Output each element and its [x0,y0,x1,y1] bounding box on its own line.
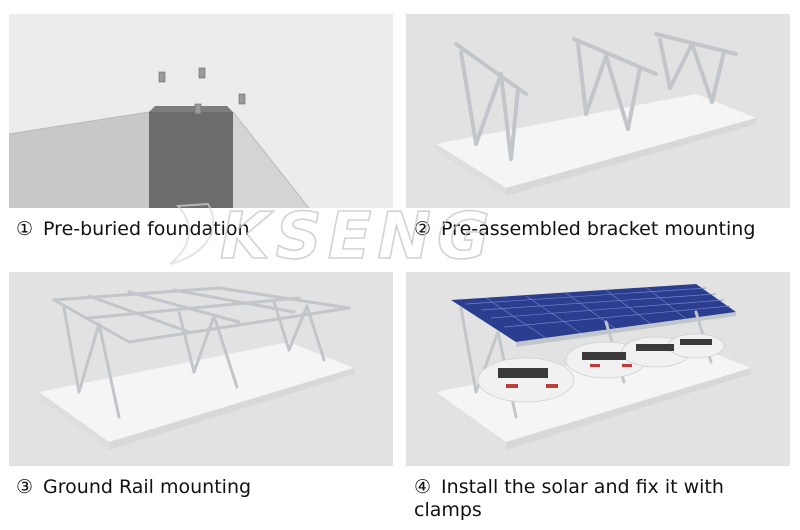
step-2-caption: ② Pre-assembled bracket mounting [414,218,755,241]
step-2-number: ② [414,218,432,240]
step-2-label: Pre-assembled bracket mounting [441,218,756,240]
step-4-label-line2: clamps [414,499,482,521]
step-3-number: ③ [16,476,34,498]
step-1-label: Pre-buried foundation [43,218,250,240]
solar-carport-illustration [406,272,790,466]
step-4-label: Install the solar and fix it with [441,476,724,498]
step-3-caption: ③ Ground Rail mounting [16,476,251,499]
step-1-number: ① [16,218,34,240]
step-3-label: Ground Rail mounting [43,476,252,498]
step-4-caption: ④ Install the solar and fix it with clamp… [414,476,724,522]
bracket-illustration [406,14,790,208]
rail-illustration [9,272,393,466]
step-1-caption: ① Pre-buried foundation [16,218,250,241]
foundation-illustration [9,14,393,208]
step-4-number: ④ [414,476,432,498]
